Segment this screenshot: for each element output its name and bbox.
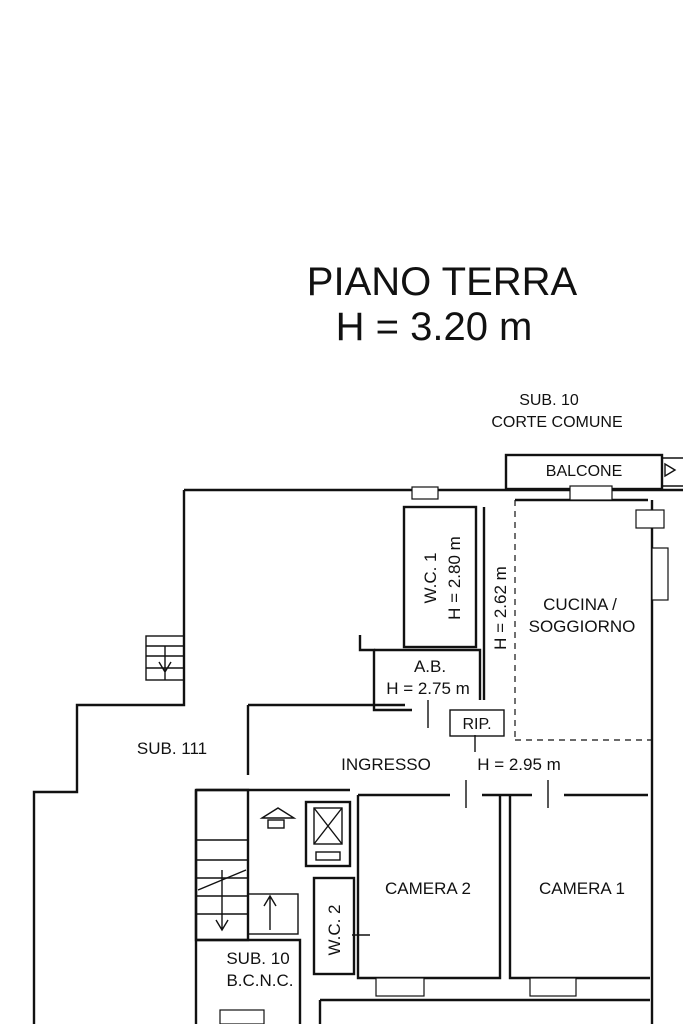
meter-icon: [259, 807, 297, 829]
rip-room: RIP.: [449, 709, 505, 737]
balcone: BALCONE: [504, 453, 683, 491]
camera1-label: CAMERA 1: [539, 879, 625, 898]
stairwell: [194, 788, 299, 942]
ab-label: A.B.: [414, 657, 446, 676]
wc1-label: W.C. 1: [421, 552, 440, 603]
bcnc-label: B.C.N.C.: [226, 971, 293, 990]
bottom-wall: [318, 998, 650, 1024]
corridor-height-label: H = 2.62 m: [491, 566, 510, 650]
ab-height-label: H = 2.75 m: [386, 679, 470, 698]
corridor: H = 2.62 m: [482, 500, 516, 740]
camera2-room: CAMERA 2: [352, 795, 502, 997]
cucina-label: CUCINA /: [543, 595, 617, 614]
sub111-label: SUB. 111: [137, 739, 207, 758]
camera2-label: CAMERA 2: [385, 879, 471, 898]
soggiorno-label: SOGGIORNO: [529, 617, 636, 636]
wc2-label: W.C. 2: [325, 904, 344, 955]
wc1-room: W.C. 1 H = 2.80 m: [402, 486, 478, 649]
wc2-room: W.C. 2: [312, 876, 356, 976]
cucina-soggiorno-room: CUCINA / SOGGIORNO: [515, 485, 669, 741]
left-stair: [145, 635, 185, 681]
balcone-label: BALCONE: [546, 463, 622, 480]
ab-room: A.B. H = 2.75 m: [358, 635, 482, 728]
floor-title: PIANO TERRA: [307, 260, 578, 304]
sub10-top-label: SUB. 10: [519, 392, 579, 409]
camera1-room: CAMERA 1: [508, 795, 650, 997]
lift-shaft: [304, 800, 352, 868]
corte-comune-label: CORTE COMUNE: [491, 414, 622, 431]
ingresso-height-label: H = 2.95 m: [477, 755, 561, 774]
ingresso-label: INGRESSO: [341, 755, 431, 774]
rip-label: RIP.: [462, 716, 491, 733]
floor-height: H = 3.20 m: [336, 305, 533, 349]
sub10-bottom-label: SUB. 10: [226, 949, 289, 968]
wc1-height-label: H = 2.80 m: [445, 536, 464, 620]
bcnc-area: SUB. 10 B.C.N.C.: [196, 938, 302, 1024]
